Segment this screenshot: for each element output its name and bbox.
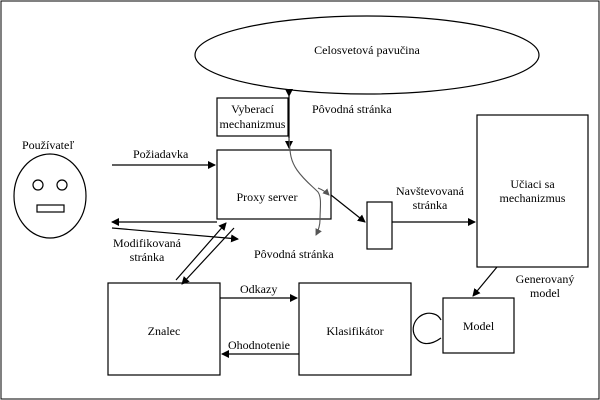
web-label: Celosvetová pavučina (314, 43, 420, 57)
modified-label-line1: Modifikovaná (113, 236, 181, 250)
generated-label-line1: Generovaný (515, 272, 575, 286)
links-label: Odkazy (240, 282, 278, 296)
proxy-buffer-arrow (330, 194, 366, 223)
expert-node (107, 282, 221, 376)
classifier-node (298, 282, 412, 376)
original-page-arrow (111, 227, 239, 243)
original-page-top-label: Pôvodná stránka (312, 102, 392, 116)
learner-label-line1: Učiaci sa (510, 177, 555, 191)
proxy-node (216, 149, 332, 220)
proxy-label: Proxy server (236, 190, 298, 204)
generated-label-line2: model (530, 286, 560, 300)
model-label: Model (462, 319, 495, 333)
learner-label-line2: mechanizmus (499, 191, 566, 205)
classifier-label: Klasifikátor (326, 324, 384, 338)
request-label: Požiadavka (133, 147, 189, 161)
selector-label-line1: Vyberací (231, 102, 274, 116)
rating-label: Ohodnotenie (228, 338, 290, 352)
selector-node (216, 97, 289, 137)
user-label: Používateľ (22, 138, 75, 152)
web-node (194, 15, 540, 95)
learner-model-arrow (472, 266, 498, 297)
original-page-bottom-label: Pôvodná stránka (254, 247, 334, 261)
buffer-node (366, 201, 393, 250)
classifier-model-loop (412, 312, 442, 345)
page-flow-exit (317, 187, 330, 196)
selector-label-line2: mechanizmus (219, 117, 286, 131)
page-flow-path (288, 137, 322, 236)
proxy-to-expert-arrow (181, 227, 235, 285)
learner-node (476, 114, 589, 268)
visited-label-line1: Navštevovaná (396, 184, 464, 198)
user-face-icon (13, 153, 87, 239)
expert-to-proxy-arrow (175, 222, 227, 281)
model-node (442, 297, 515, 354)
modified-label-line2: stránka (129, 250, 165, 264)
visited-label-line2: stránka (412, 198, 448, 212)
expert-label: Znalec (147, 324, 181, 338)
